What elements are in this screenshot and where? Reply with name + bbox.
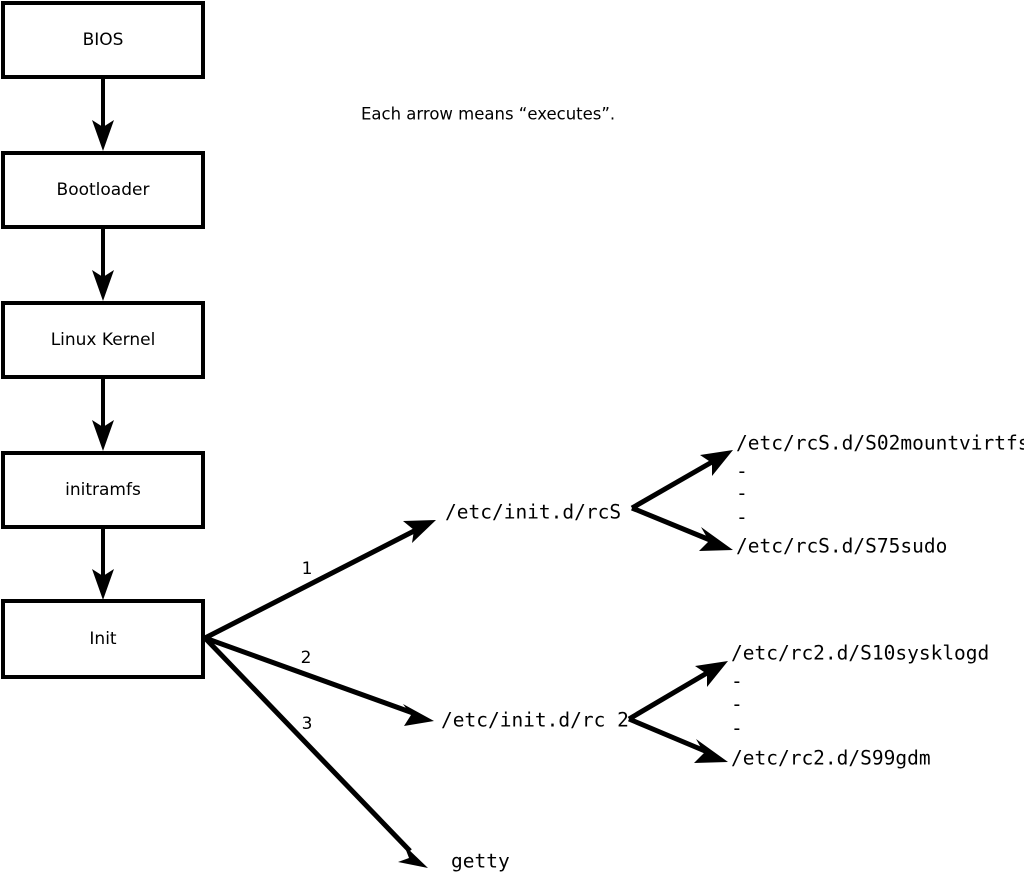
rc2-script-arrow-first (627, 661, 728, 722)
rc2-ellipsis-dash-2: - (731, 693, 743, 716)
rcs-script-arrow-last (631, 505, 733, 551)
process-box-initramfs-label: initramfs (65, 480, 141, 500)
branch-target-rcs-label: /etc/init.d/rcS (445, 501, 621, 524)
process-box-init: Init (1, 599, 205, 679)
rcs-ellipsis-dash-2: - (736, 482, 748, 505)
init-branch-arrow-2 (204, 635, 434, 726)
diagram-caption: Each arrow means “executes”. (361, 105, 615, 124)
rcs-script-first: /etc/rcS.d/S02mountvirtfs (736, 432, 1024, 455)
rc2-script-last: /etc/rc2.d/S99gdm (731, 747, 931, 770)
process-box-bios-label: BIOS (83, 30, 124, 50)
branch-target-rc2-label: /etc/init.d/rc 2 (441, 709, 629, 732)
init-branch-number-1: 1 (302, 559, 313, 579)
init-branch-arrow-3 (203, 636, 428, 868)
process-box-initramfs: initramfs (1, 451, 205, 529)
process-box-bootloader-label: Bootloader (57, 180, 150, 200)
chain-arrow-bios-to-bootloader (92, 78, 114, 151)
init-branch-number-2: 2 (301, 648, 312, 668)
rc2-script-first: /etc/rc2.d/S10sysklogd (731, 642, 989, 665)
chain-arrow-kernel-to-initramfs (92, 378, 114, 451)
rcs-ellipsis-dash-3: - (736, 506, 748, 529)
process-box-linux-kernel-label: Linux Kernel (51, 330, 156, 350)
rc2-script-arrow-last (628, 716, 728, 763)
rc2-ellipsis-dash-3: - (731, 717, 743, 740)
rcs-script-last: /etc/rcS.d/S75sudo (736, 535, 947, 558)
process-box-linux-kernel: Linux Kernel (1, 301, 205, 379)
branch-target-getty-label: getty (451, 850, 510, 873)
process-box-bios: BIOS (1, 1, 205, 79)
chain-arrow-initramfs-to-init (92, 528, 114, 600)
rcs-script-arrow-first (630, 450, 733, 511)
process-box-init-label: Init (89, 629, 117, 649)
rcs-ellipsis-dash-1: - (736, 460, 748, 483)
init-branch-number-3: 3 (302, 714, 313, 734)
process-box-bootloader: Bootloader (1, 151, 205, 229)
init-branch-arrow-1 (203, 520, 436, 641)
chain-arrow-bootloader-to-kernel (92, 228, 114, 301)
rc2-ellipsis-dash-1: - (731, 670, 743, 693)
